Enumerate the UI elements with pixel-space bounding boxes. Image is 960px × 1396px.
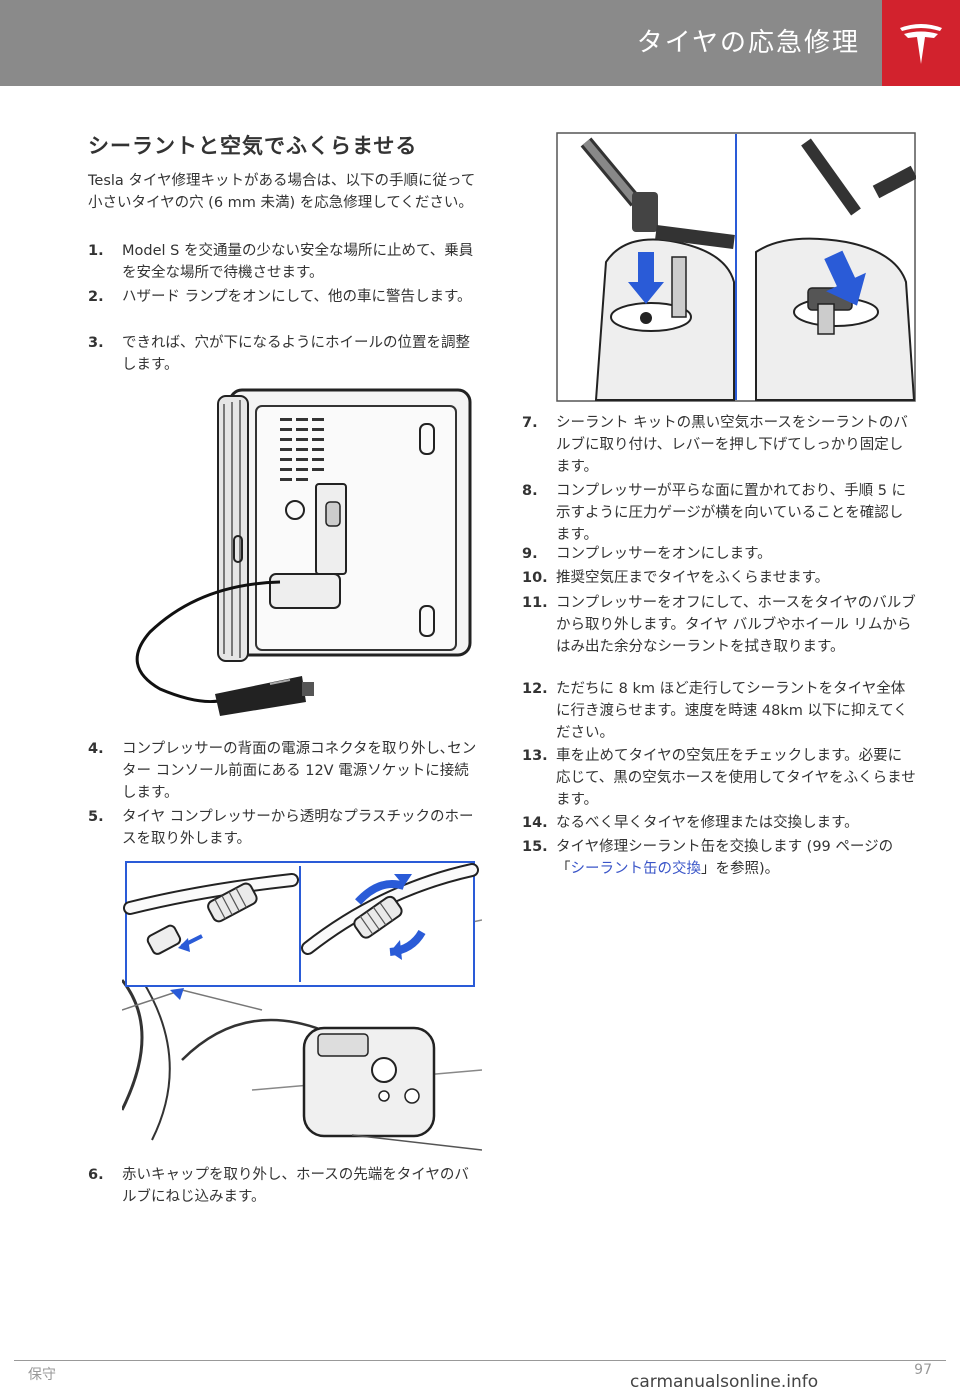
hose-attach-illustration bbox=[120, 860, 483, 1152]
step-text: 車を止めてタイヤの空気圧をチェックします。必要に応じて、黒の空気ホースを使用して… bbox=[556, 748, 916, 808]
footer-divider bbox=[14, 1360, 946, 1361]
step-15: 15. タイヤ修理シーラント缶を交換します (99 ページの「シーラント缶の交換… bbox=[522, 836, 918, 882]
section-title: シーラントと空気でふくらませる bbox=[88, 134, 418, 158]
footer-section: 保守 bbox=[28, 1367, 56, 1383]
header-title: タイヤの応急修理 bbox=[636, 28, 860, 58]
watermark: carmanualsonline.info bbox=[630, 1372, 819, 1392]
step-text-after: 」を参照)。 bbox=[701, 861, 780, 877]
step-number: 2. bbox=[88, 289, 104, 305]
step-number: 1. bbox=[88, 243, 104, 259]
step-text: なるべく早くタイヤを修理または交換します。 bbox=[556, 815, 859, 831]
step-text: Model S を交通量の少ない安全な場所に止めて、乗員を安全な場所で待機させま… bbox=[122, 243, 474, 281]
step-text: 赤いキャップを取り外し、ホースの先端をタイヤのバルブにねじ込みます。 bbox=[122, 1167, 469, 1205]
step-11: 11. コンプレッサーをオフにして、ホースをタイヤのバルブから取り外します。タイ… bbox=[522, 592, 918, 682]
sealant-valve-illustration bbox=[556, 132, 918, 402]
step-text: シーラント キットの黒い空気ホースをシーラントのバルブに取り付け、レバーを押し下… bbox=[556, 415, 908, 475]
step-number: 10. bbox=[522, 570, 548, 586]
step-text: コンプレッサーが平らな面に置かれており、手順 5 に示すように圧力ゲージが横を向… bbox=[556, 483, 907, 543]
tesla-logo-icon bbox=[882, 0, 960, 86]
intro-paragraph: Tesla タイヤ修理キットがある場合は、以下の手順に従って小さいタイヤの穴 (… bbox=[88, 173, 476, 211]
step-1: 1. Model S を交通量の少ない安全な場所に止めて、乗員を安全な場所で待機… bbox=[88, 240, 482, 286]
page-header: タイヤの応急修理 bbox=[0, 0, 960, 86]
step-3: 3. できれば、穴が下になるようにホイールの位置を調整します。 bbox=[88, 332, 482, 378]
page-number: 97 bbox=[914, 1362, 932, 1378]
step-text: コンプレッサーをオンにします。 bbox=[556, 546, 772, 562]
compressor-kit-illustration bbox=[120, 384, 482, 729]
step-text: できれば、穴が下になるようにホイールの位置を調整します。 bbox=[122, 335, 470, 373]
step-number: 7. bbox=[522, 415, 538, 431]
step-number: 12. bbox=[522, 681, 548, 697]
step-2: 2. ハザード ランプをオンにして、他の車に警告します。 bbox=[88, 286, 482, 332]
step-number: 13. bbox=[522, 748, 548, 764]
step-text: コンプレッサーをオフにして、ホースをタイヤのバルブから取り外します。タイヤ バル… bbox=[556, 595, 916, 655]
step-text: ただちに 8 km ほど走行してシーラントをタイヤ全体に行き渡らせます。速度を時… bbox=[556, 681, 908, 741]
step-text: 推奨空気圧までタイヤをふくらませます。 bbox=[556, 570, 830, 586]
step-text: タイヤ コンプレッサーから透明なプラスチックのホースを取り外します。 bbox=[122, 809, 474, 847]
sealant-replacement-link[interactable]: シーラント缶の交換 bbox=[570, 861, 702, 877]
step-number: 4. bbox=[88, 741, 104, 757]
step-text-before: タイヤ修理シーラント缶を交換します (99 ページの「 bbox=[556, 839, 894, 877]
step-text: ハザード ランプをオンにして、他の車に警告します。 bbox=[122, 289, 472, 305]
step-12: 12. ただちに 8 km ほど走行してシーラントをタイヤ全体に行き渡らせます。… bbox=[522, 678, 918, 746]
step-7: 7. シーラント キットの黒い空気ホースをシーラントのバルブに取り付け、レバーを… bbox=[522, 412, 918, 480]
step-number: 6. bbox=[88, 1167, 104, 1183]
step-number: 14. bbox=[522, 815, 548, 831]
step-4: 4. コンプレッサーの背面の電源コネクタを取り外し､センター コンソール前面にあ… bbox=[88, 738, 482, 806]
step-number: 9. bbox=[522, 546, 538, 562]
step-text: コンプレッサーの背面の電源コネクタを取り外し､センター コンソール前面にある 1… bbox=[122, 741, 477, 801]
step-number: 5. bbox=[88, 809, 104, 825]
step-14: 14. なるべく早くタイヤを修理または交換します。 bbox=[522, 812, 918, 836]
step-9: 9. コンプレッサーをオンにします。 bbox=[522, 543, 918, 567]
step-6: 6. 赤いキャップを取り外し、ホースの先端をタイヤのバルブにねじ込みます。 bbox=[88, 1164, 482, 1210]
step-5: 5. タイヤ コンプレッサーから透明なプラスチックのホースを取り外します。 bbox=[88, 806, 482, 852]
step-13: 13. 車を止めてタイヤの空気圧をチェックします。必要に応じて、黒の空気ホースを… bbox=[522, 745, 918, 813]
step-number: 15. bbox=[522, 839, 548, 855]
step-8: 8. コンプレッサーが平らな面に置かれており、手順 5 に示すように圧力ゲージが… bbox=[522, 480, 918, 548]
step-number: 8. bbox=[522, 483, 538, 499]
step-number: 3. bbox=[88, 335, 104, 351]
step-10: 10. 推奨空気圧までタイヤをふくらませます。 bbox=[522, 567, 918, 591]
step-number: 11. bbox=[522, 595, 548, 611]
step-text: タイヤ修理シーラント缶を交換します (99 ページの「シーラント缶の交換」を参照… bbox=[556, 836, 916, 880]
